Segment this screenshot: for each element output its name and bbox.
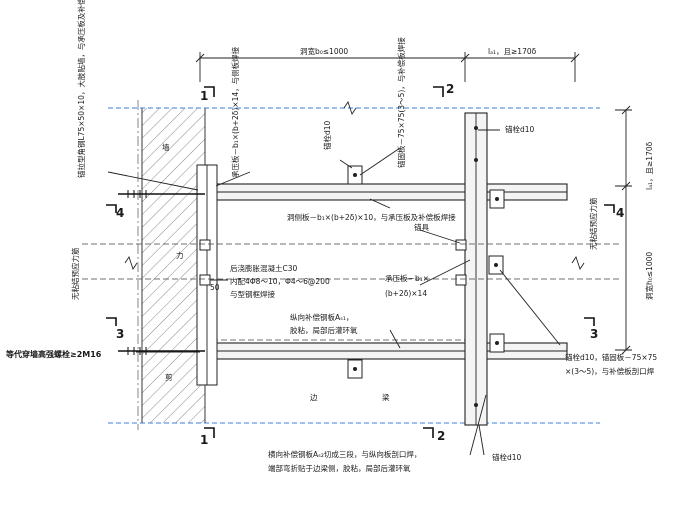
anchor-plates: [199, 126, 505, 407]
right-dimension: lₐ₁，且≥170δ 洞宽h₀≤1000: [615, 105, 654, 355]
transverse-label: 横向补偿钢板Aₛ₂切成三段，与纵向板剖口焊，: [268, 449, 421, 459]
anchor-fixture-label: 锚具: [414, 222, 429, 232]
bolt-note-label: 等代穿墙高强螺栓≥2M16: [5, 349, 102, 359]
pressure-plate-mid-label: 承压板－b₁×: [385, 273, 429, 283]
rebar-label-2: 与型钢框焊接: [230, 289, 275, 299]
top-steel-beam: [204, 183, 568, 201]
section-1-top: 1: [200, 89, 208, 103]
edge-beam-label: 边: [310, 393, 318, 402]
edge-beam-label-2: 梁: [382, 393, 390, 402]
section-3-left: 3: [116, 327, 124, 341]
pressure-plate-top-label: 承压板－b₁×(b+2δ)×14，与侧板焊接: [230, 46, 240, 178]
section-1-bottom: 1: [200, 433, 208, 447]
anchor-bottom-right-label: 锚栓d10，锚固板－75×75: [565, 352, 657, 362]
anchor-plate-top-label: 锚固板－75×75(3～5)，与补偿板焊接: [396, 37, 406, 168]
force-char-label: 力: [176, 250, 184, 260]
break-lines: [124, 100, 585, 271]
concrete-label: 后浇膨胀混凝土C30: [230, 263, 298, 273]
anchor-angle-label: 锚拉型角钢L75×50×10，大肢贴墙，与承压板及补偿板焊接: [76, 0, 86, 178]
section-4-right: 4: [616, 206, 624, 220]
section-2-top: 2: [446, 82, 454, 96]
anchor-bolt-bottom-label: 锚栓d10: [492, 452, 522, 462]
opening-width-dim: 洞宽b₀≤1000: [300, 46, 348, 56]
through-wall-bolts: [118, 190, 205, 355]
anchor-bottom-right-label-2: ×(3～5)，与补偿板剖口焊: [565, 366, 655, 376]
wall-char-label: 墙: [162, 142, 170, 152]
wall-section: 墙 力 剪: [137, 100, 206, 430]
right-vertical-plate: [464, 112, 488, 426]
section-marks: 1 1 2 2 4 4 3 3: [106, 82, 624, 447]
no-bond-left-label: 无粘结预应力筋: [70, 247, 80, 300]
long-plate-label-2: 胶粘，局部后灌环氧: [290, 325, 358, 335]
anchor-bolt-right-label: 锚栓d10: [505, 124, 535, 134]
transverse-label-2: 端部弯折贴于边梁侧，胶粘，局部后灌环氧: [268, 463, 411, 473]
bottom-steel-beam: [204, 342, 568, 360]
section-2-bottom: 2: [437, 429, 445, 443]
opening-height-dim: 洞宽h₀≤1000: [644, 252, 654, 300]
no-bond-right-label: 无粘结预应力筋: [588, 197, 598, 250]
pressure-plate-mid-label-2: (b+2δ)×14: [385, 289, 427, 298]
side-plate-label: 洞侧板－b₁×(b+2δ)×10，与承压板及补偿板焊接: [287, 212, 456, 222]
anchor-bolt-top-label: 锚栓d10: [322, 120, 332, 150]
rebar-label: 内配4Φ8～10，Φ4～6@200: [230, 276, 330, 286]
anchor-length-side-dim: lₐ₁，且≥170δ: [645, 141, 654, 190]
annotations: 锚拉型角钢L75×50×10，大肢贴墙，与承压板及补偿板焊接 承压板－b₁×(b…: [5, 0, 657, 473]
small-dim-label: 50: [210, 283, 220, 292]
edge-beam: 边 梁: [108, 107, 600, 424]
shear-char-label: 剪: [165, 372, 173, 382]
long-plate-label: 纵向补偿钢板Aₛ₁，: [290, 312, 353, 322]
top-dimension: 洞宽b₀≤1000 lₐ₁，且≥170δ: [195, 46, 580, 82]
anchor-length-dim: lₐ₁，且≥170δ: [488, 47, 537, 56]
section-4-left: 4: [116, 206, 124, 220]
leader-lines: [107, 129, 561, 456]
section-3-right: 3: [590, 327, 598, 341]
